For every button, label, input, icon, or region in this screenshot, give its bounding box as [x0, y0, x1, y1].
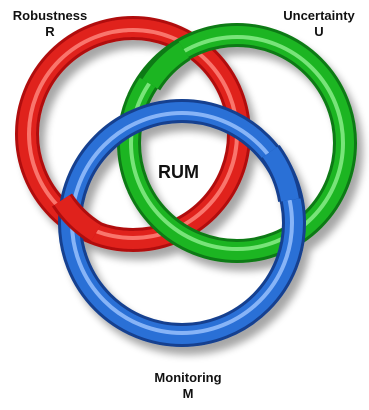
uncertainty-ring — [117, 23, 357, 263]
robustness-name: Robustness — [12, 8, 88, 23]
uncertainty-label: Uncertainty U — [270, 8, 368, 40]
monitoring-name: Monitoring — [154, 370, 222, 385]
uncertainty-letter: U — [314, 24, 324, 39]
uncertainty-name: Uncertainty — [283, 8, 355, 23]
robustness-label: Robustness R — [2, 8, 98, 40]
monitoring-label: Monitoring M — [140, 370, 236, 402]
center-label: RUM — [158, 162, 199, 182]
blue-overlap-segment — [260, 144, 302, 203]
green-overlap-segment — [139, 39, 191, 91]
monitoring-letter: M — [182, 386, 194, 401]
robustness-letter: R — [45, 24, 55, 39]
red-overlap-segment — [51, 193, 103, 244]
